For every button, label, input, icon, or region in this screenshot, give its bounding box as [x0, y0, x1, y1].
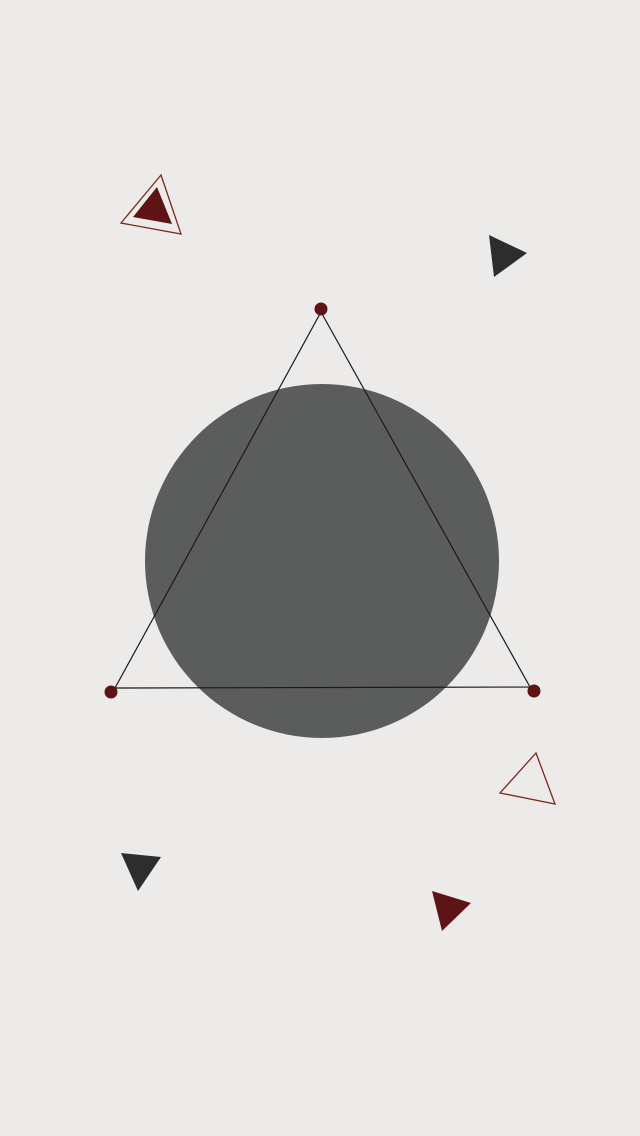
vertex-dot-left: [104, 685, 118, 699]
vertex-dot-top: [314, 302, 328, 316]
solid-triangle-bottom-left: [121, 853, 161, 891]
framed-triangle-inner: [133, 187, 172, 224]
vertex-dot-right: [527, 684, 541, 698]
solid-triangle-bottom-right: [432, 891, 471, 931]
central-triangle-outline: [113, 310, 532, 689]
framed-triangle-top-left: [119, 173, 182, 235]
central-circle: [145, 384, 499, 738]
outline-triangle-right: [498, 751, 557, 805]
solid-triangle-top-right: [489, 235, 527, 277]
